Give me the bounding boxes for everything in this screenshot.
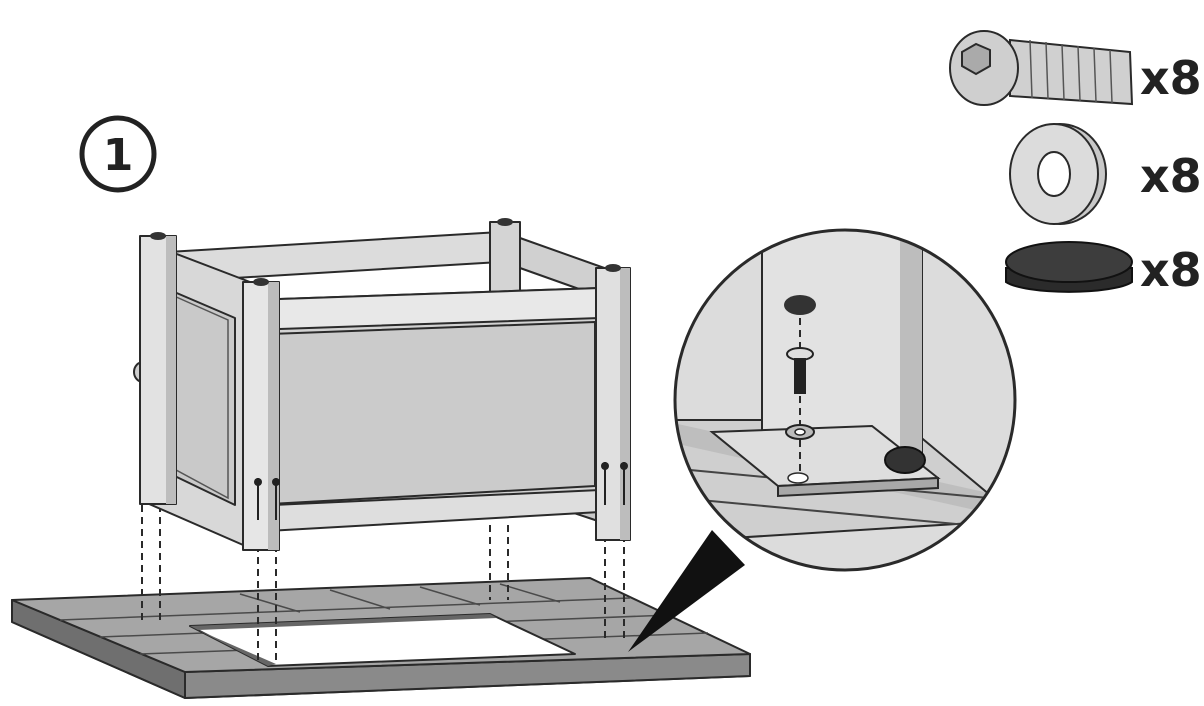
bolt-icon [949,30,1134,106]
cap-icon [1005,241,1133,293]
zoom-pointer [628,530,745,652]
step-badge: 1 [79,115,157,193]
base-frame [11,577,751,699]
step-number: 1 [103,130,134,181]
bolt-quantity: x8 [1140,51,1202,105]
washer-icon [1009,123,1107,225]
alignment-lines [141,505,625,660]
cap-quantity: x8 [1140,243,1202,297]
detail-magnifier [673,228,1017,572]
planter-box [133,218,631,551]
parts-list: x8 x8 x8 [949,30,1202,297]
washer-quantity: x8 [1140,149,1202,203]
